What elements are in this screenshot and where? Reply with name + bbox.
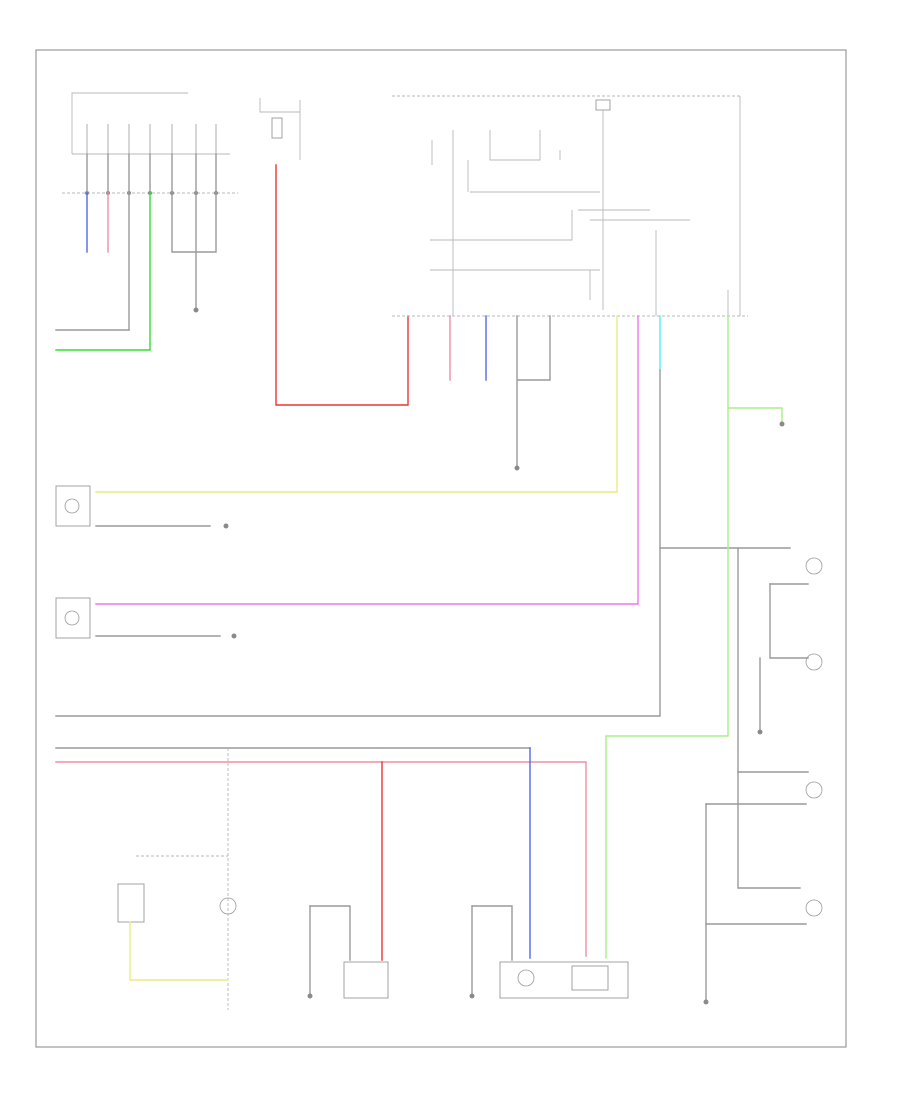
diagram-frame bbox=[35, 49, 847, 1048]
wire-yellow-rear bbox=[129, 921, 229, 981]
side-lamp-right bbox=[805, 899, 823, 917]
wire-magenta-turn-right bbox=[95, 315, 639, 605]
rear-combination-lamp bbox=[499, 961, 629, 999]
wire-green-switch bbox=[55, 192, 151, 351]
license-lamp-left bbox=[805, 557, 823, 575]
rear-left-lamp bbox=[219, 897, 237, 915]
license-lamp-right bbox=[805, 653, 823, 671]
rear-harness bbox=[55, 747, 629, 1010]
left-turn-lamp bbox=[55, 485, 91, 527]
wire-pink-rear bbox=[55, 761, 587, 957]
wire-lightgreen-rear bbox=[605, 315, 729, 959]
rear-left-connector bbox=[117, 883, 145, 923]
battery-fuse-block bbox=[259, 98, 409, 406]
rear-right-lamps bbox=[703, 557, 823, 1005]
front-turn-lamps bbox=[55, 485, 237, 639]
wire-yellow-turn-left bbox=[95, 315, 618, 493]
side-lamp-left bbox=[805, 781, 823, 799]
wire-red-supply bbox=[275, 164, 409, 406]
trans-unit-box bbox=[343, 961, 389, 999]
right-turn-lamp bbox=[55, 597, 91, 639]
combination-switch-block bbox=[55, 92, 238, 351]
control-unit-outputs bbox=[55, 315, 801, 959]
wire-lightgreen-branch bbox=[727, 407, 783, 423]
control-unit-block bbox=[392, 95, 748, 317]
